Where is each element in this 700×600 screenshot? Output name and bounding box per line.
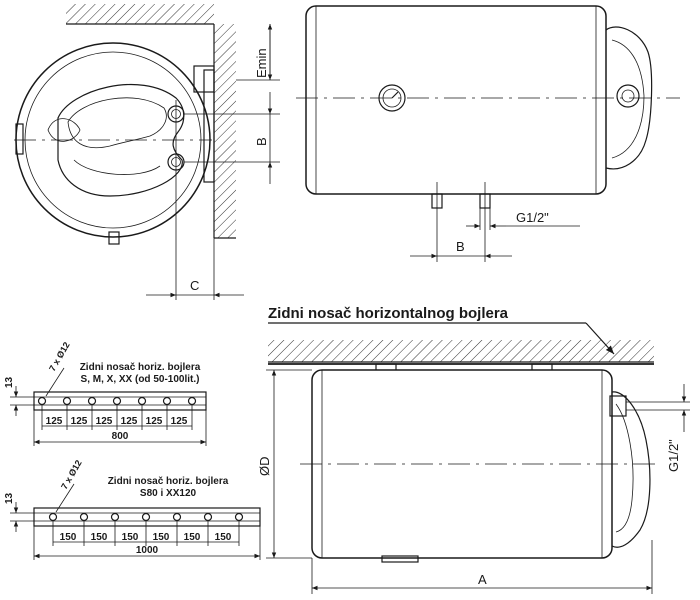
bracket-large-spacing-3: 150 — [122, 532, 139, 543]
bracket-small-total: 800 — [112, 431, 129, 442]
bracket-small-height: 13 — [4, 376, 15, 388]
bracket-small-spacing-3: 125 — [96, 416, 113, 427]
front-thread-label: G1/2" — [516, 210, 549, 225]
bracket-small-bar — [33, 391, 207, 411]
bracket-section-title: Zidni nosač horizontalnog bojlera — [268, 305, 509, 322]
front-view-drawing: G1/2" B — [296, 5, 680, 262]
bracket-large-bar — [33, 507, 261, 527]
dim-c-label: C — [190, 278, 199, 293]
bracket-small-spacing-5: 125 — [146, 416, 163, 427]
cap-knob — [616, 84, 640, 108]
dim-diameter-label: ØD — [257, 457, 272, 477]
bracket-small-spacing-2: 125 — [71, 416, 88, 427]
bracket-large-holes-label: 7 x Ø12 — [59, 458, 84, 491]
bracket-small-spacing-1: 125 — [46, 416, 63, 427]
bracket-large-title-1: Zidni nosač horiz. bojlera — [108, 476, 229, 487]
front-cap — [605, 26, 653, 170]
bracket-small-holes — [37, 396, 197, 406]
front-dim-b-label: B — [456, 239, 465, 254]
bracket-large-height: 13 — [4, 492, 15, 504]
bracket-large-spacing-5: 150 — [184, 532, 201, 543]
bracket-small-spacing-4: 125 — [121, 416, 138, 427]
bracket-large-spacing-1: 150 — [60, 532, 77, 543]
bracket-large-drawing: Zidni nosač horiz. bojlera S80 i XX120 7… — [4, 458, 261, 560]
dim-b-vertical-label: B — [254, 137, 269, 146]
bottom-cap — [611, 391, 651, 548]
hanging-tank-drawing: ØD G1/2" A — [257, 340, 690, 594]
bracket-large-spacing-2: 150 — [91, 532, 108, 543]
bracket-large-spacing-6: 150 — [215, 532, 232, 543]
bracket-large-total: 1000 — [136, 545, 159, 556]
flange-shape — [57, 84, 185, 197]
bracket-small-drawing: Zidni nosač horiz. bojlera S, M, X, XX (… — [4, 340, 207, 446]
bracket-large-spacing-4: 150 — [153, 532, 170, 543]
bracket-large-title-2: S80 i XX120 — [140, 488, 197, 499]
bracket-small-title-1: Zidni nosač horiz. bojlera — [80, 362, 201, 373]
wall-hatch — [214, 24, 236, 238]
ceiling-hatch-bottom — [268, 340, 654, 362]
bracket-small-holes-label: 7 x Ø12 — [47, 340, 72, 373]
bottom-thread-label: G1/2" — [666, 439, 681, 472]
tank-front-body — [305, 5, 607, 195]
side-view-drawing: Emin B C — [14, 4, 280, 300]
bracket-small-spacing-6: 125 — [171, 416, 188, 427]
left-knob — [15, 123, 24, 155]
drain-stub — [108, 231, 120, 245]
bracket-small-title-2: S, M, X, XX (od 50-100lit.) — [81, 374, 200, 385]
dim-length-label: A — [478, 572, 487, 587]
dim-emin-label: Emin — [254, 48, 269, 78]
ceiling-hatch — [66, 4, 214, 24]
bracket-large-holes — [48, 512, 244, 522]
